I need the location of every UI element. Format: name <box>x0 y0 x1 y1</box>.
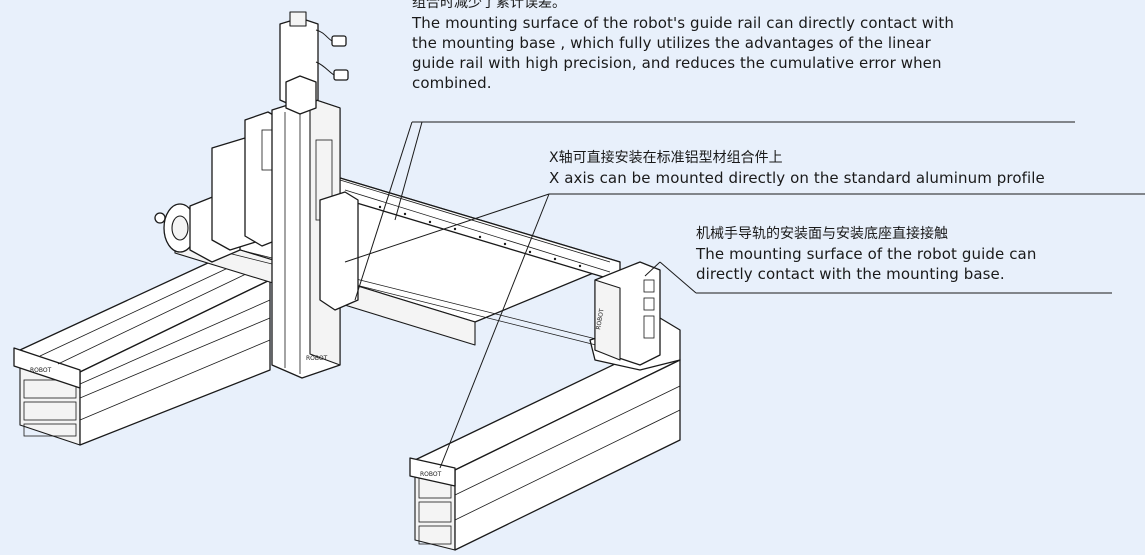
callout-top-en-4: combined. <box>412 74 492 92</box>
callout-middle-cn: X轴可直接安装在标准铝型材组合件上 <box>549 150 783 166</box>
logo-mark-z: ROBOT <box>306 355 328 362</box>
callout-top-cn: 组合时减少了累计误差。 <box>412 0 566 11</box>
leader-lines <box>344 121 1145 469</box>
logo-mark-left: ROBOT <box>30 367 52 374</box>
callout-right-en-1: The mounting surface of the robot guide … <box>696 245 1037 263</box>
callout-middle: X轴可直接安装在标准铝型材组合件上 X axis can be mounted … <box>549 148 1045 188</box>
x-axis-end-plate: ROBOT <box>594 261 661 366</box>
callout-top-en-3: guide rail with high precision, and redu… <box>412 54 942 72</box>
callout-middle-en: X axis can be mounted directly on the st… <box>549 169 1045 187</box>
cable-connectors <box>315 29 349 81</box>
callout-top-en-2: the mounting base , which fully utilizes… <box>412 34 931 52</box>
logo-mark-end-plate: ROBOT <box>595 308 606 331</box>
z-axis-motor <box>279 11 319 115</box>
callout-right-cn: 机械手导轨的安装面与安装底座直接接触 <box>696 226 948 242</box>
logo-mark-right-base: ROBOT <box>420 471 442 478</box>
z-axis-column: ROBOT <box>271 97 359 379</box>
callout-right-en-2: directly contact with the mounting base. <box>696 265 1005 283</box>
rail-holes <box>378 205 582 268</box>
callout-right: 机械手导轨的安装面与安装底座直接接触 The mounting surface … <box>696 224 1036 284</box>
left-base-profile: ROBOT <box>13 261 271 446</box>
callout-top-en-1: The mounting surface of the robot's guid… <box>412 14 954 32</box>
callout-top: 组合时减少了累计误差。 The mounting surface of the … <box>412 0 954 93</box>
